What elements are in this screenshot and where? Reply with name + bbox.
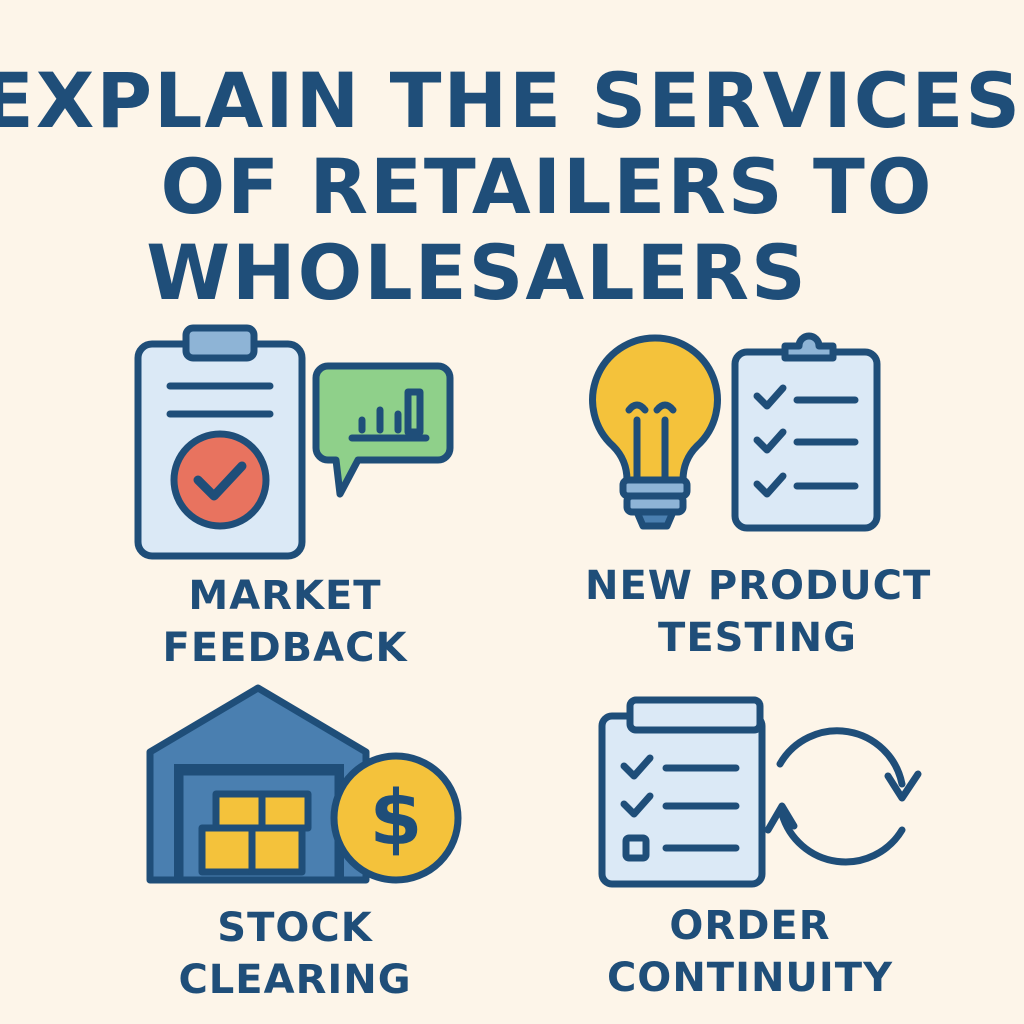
page-title: EXPLAIN THE SERVICES OF RETAILERS TO WHO… xyxy=(0,58,1024,316)
service-label-stock-clearing: STOCK CLEARING xyxy=(175,902,415,1006)
service-label-line: TESTING xyxy=(658,615,857,661)
service-label-line: MARKET xyxy=(188,573,382,619)
title-line-2: OF RETAILERS TO xyxy=(160,142,934,231)
checklist-cycle-icon xyxy=(598,696,922,888)
title-line-3: WHOLESALERS xyxy=(146,228,808,317)
dollar-sign-icon: $ xyxy=(370,773,423,862)
service-label-market-feedback: MARKET FEEDBACK xyxy=(140,570,430,674)
service-label-line: CLEARING xyxy=(178,957,412,1003)
service-label-line: ORDER xyxy=(669,903,831,949)
service-label-line: CONTINUITY xyxy=(606,955,894,1001)
lightbulb-checklist-icon xyxy=(589,332,881,532)
service-label-order-continuity: ORDER CONTINUITY xyxy=(600,900,900,1004)
service-label-new-product-testing: NEW PRODUCT TESTING xyxy=(585,560,930,664)
title-line-1: EXPLAIN THE SERVICES xyxy=(0,56,1023,145)
service-label-line: FEEDBACK xyxy=(162,625,408,671)
service-label-line: STOCK xyxy=(217,905,373,951)
clipboard-check-feedback-icon xyxy=(134,324,454,560)
service-label-line: NEW PRODUCT xyxy=(585,563,932,609)
warehouse-dollar-icon: $ xyxy=(146,684,462,884)
